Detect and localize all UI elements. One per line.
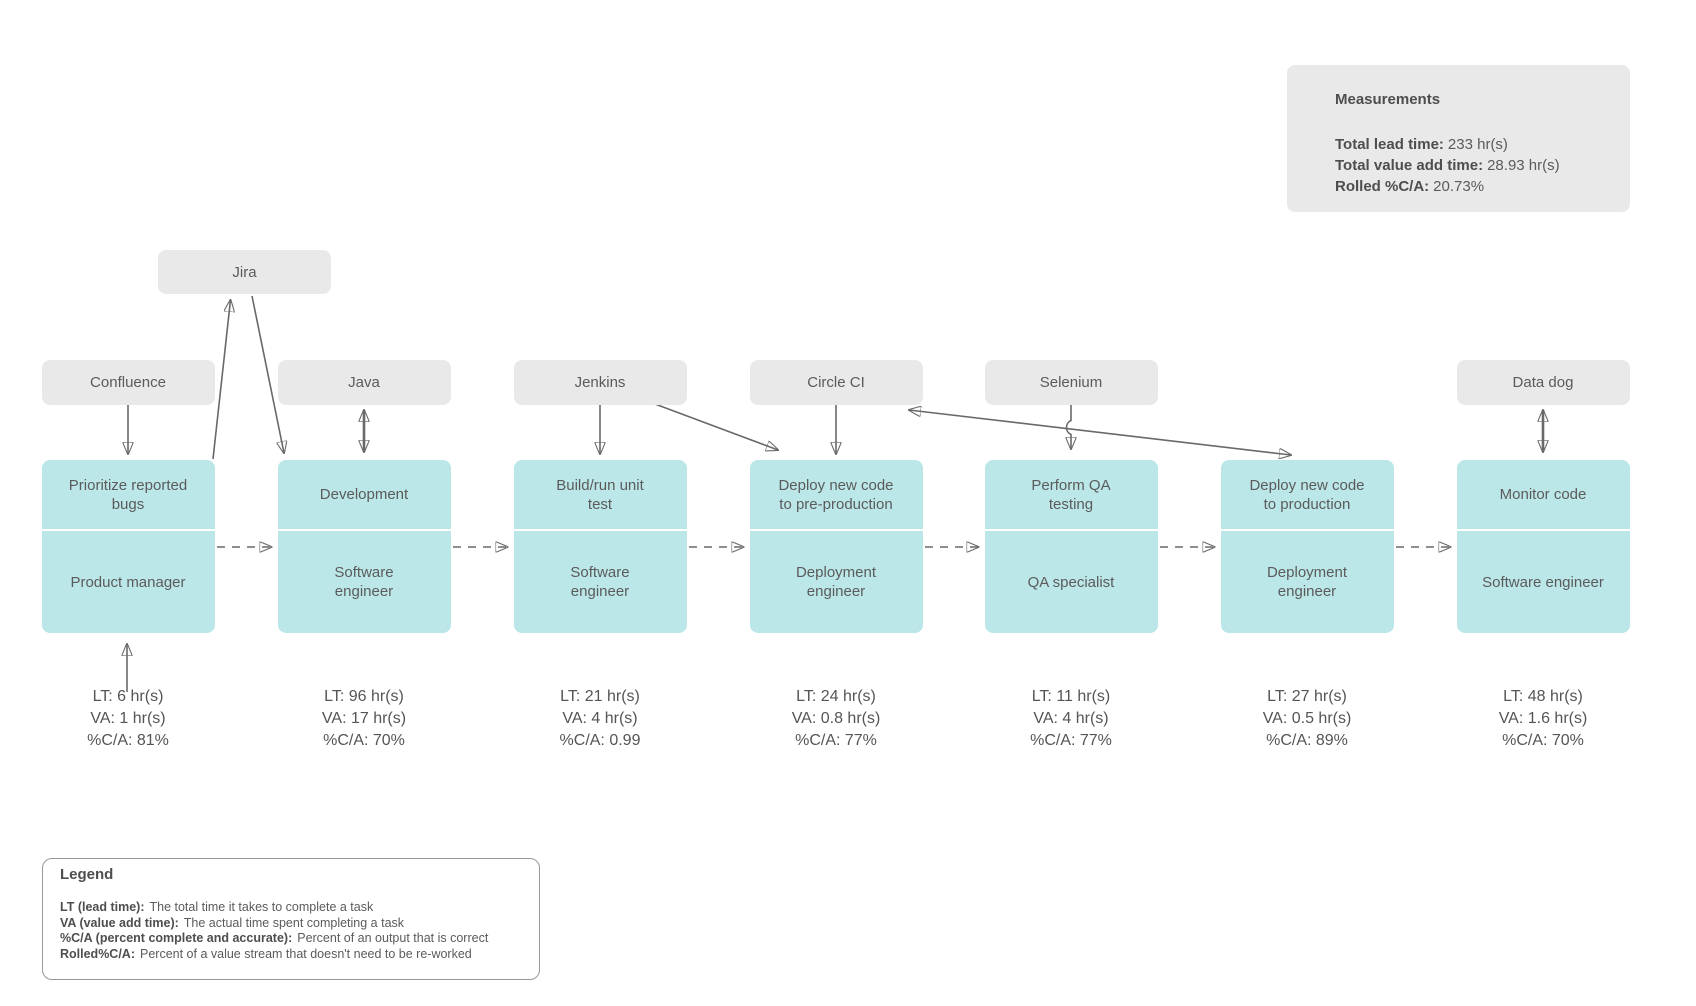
process-task-label: Build/run unit test	[556, 476, 644, 513]
process-task-label: Deploy new code to production	[1249, 476, 1365, 513]
metric-ca: %C/A: 77%	[1030, 732, 1112, 749]
tool-chip-datadog[interactable]: Data dog	[1456, 360, 1630, 405]
process-role-label: Deployment engineer	[1220, 529, 1394, 633]
tool-label: Jira	[232, 263, 257, 281]
tool-chip-java[interactable]: Java	[277, 360, 451, 405]
metrics-monitor-code: LT: 48 hr(s) VA: 1.6 hr(s) %C/A: 70%	[1443, 686, 1643, 752]
tool-chip-jenkins[interactable]: Jenkins	[513, 360, 687, 405]
measurements-title: Measurements	[1335, 91, 1441, 108]
arrow-jira-to-development[interactable]	[251, 295, 284, 453]
metric-ca: %C/A: 77%	[795, 732, 877, 749]
legend-item-ca: %C/A (percent complete and accurate):Per…	[60, 931, 489, 945]
metric-va: VA: 4 hr(s)	[562, 710, 638, 727]
process-task-label: Development	[319, 486, 409, 503]
metric-va: VA: 0.8 hr(s)	[791, 710, 881, 727]
tool-chip-circleci[interactable]: Circle CI	[749, 360, 923, 405]
metric-ca: %C/A: 70%	[323, 732, 405, 749]
process-box-deploy-preprod[interactable]: Deploy new code to pre-production Deploy…	[749, 460, 923, 633]
legend-item-lt: LT (lead time):The total time it takes t…	[60, 900, 374, 914]
measurement-total-value-add-time: Total value add time:28.93 hr(s)	[1335, 157, 1560, 174]
process-task-label: Prioritize reported bugs	[68, 476, 188, 513]
metric-ca: %C/A: 70%	[1502, 732, 1584, 749]
metrics-prioritize-bugs: LT: 6 hr(s) VA: 1 hr(s) %C/A: 81%	[28, 686, 228, 752]
measurement-rolled-ca: Rolled %C/A:20.73%	[1335, 178, 1485, 195]
process-box-prioritize-bugs[interactable]: Prioritize reported bugs Product manager	[41, 460, 215, 633]
arrow-circleci-prod-bidirectional[interactable]	[909, 410, 1291, 455]
metric-lt: LT: 24 hr(s)	[796, 688, 876, 705]
legend-item-rolled-ca: Rolled%C/A:Percent of a value stream tha…	[60, 946, 472, 961]
tool-label: Selenium	[1039, 374, 1103, 391]
process-box-development[interactable]: Development Software engineer	[277, 460, 451, 633]
process-box-deploy-production[interactable]: Deploy new code to production Deployment…	[1220, 460, 1394, 633]
measurement-total-lead-time: Total lead time:233 hr(s)	[1335, 136, 1508, 153]
metrics-deploy-preprod: LT: 24 hr(s) VA: 0.8 hr(s) %C/A: 77%	[736, 686, 936, 752]
metric-va: VA: 4 hr(s)	[1033, 710, 1109, 727]
process-role-label: Deployment engineer	[749, 529, 923, 633]
tool-label: Confluence	[90, 374, 166, 391]
process-role-label: Product manager	[41, 529, 215, 633]
tool-chip-jira[interactable]: Jira	[158, 250, 331, 294]
metric-va: VA: 17 hr(s)	[321, 710, 407, 727]
process-task-label: Monitor code	[1499, 486, 1587, 503]
legend-box[interactable]: Legend LT (lead time):The total time it …	[42, 858, 540, 980]
arrow-selenium-to-qa[interactable]	[1067, 405, 1072, 449]
legend-item-va: VA (value add time):The actual time spen…	[60, 915, 405, 930]
tool-label: Java	[348, 374, 380, 391]
process-role-label: Software engineer	[1456, 529, 1630, 633]
arrow-jenkins-to-preprod[interactable]	[654, 403, 778, 450]
process-role-label: Software engineer	[277, 529, 451, 633]
process-task-label: Deploy new code to pre-production	[778, 476, 894, 513]
process-role-label: Software engineer	[513, 529, 687, 633]
tool-label: Jenkins	[574, 374, 626, 391]
metrics-development: LT: 96 hr(s) VA: 17 hr(s) %C/A: 70%	[264, 686, 464, 752]
metrics-deploy-production: LT: 27 hr(s) VA: 0.5 hr(s) %C/A: 89%	[1207, 686, 1407, 752]
process-box-monitor-code[interactable]: Monitor code Software engineer	[1456, 460, 1630, 633]
metric-lt: LT: 27 hr(s)	[1267, 688, 1347, 705]
metric-lt: LT: 48 hr(s)	[1503, 688, 1583, 705]
metric-va: VA: 1 hr(s)	[90, 710, 166, 727]
process-box-perform-qa[interactable]: Perform QA testing QA specialist	[984, 460, 1158, 633]
metric-ca: %C/A: 0.99	[559, 732, 641, 749]
metric-ca: %C/A: 89%	[1266, 732, 1348, 749]
metric-ca: %C/A: 81%	[87, 732, 169, 749]
metric-lt: LT: 21 hr(s)	[560, 688, 640, 705]
measurements-box[interactable]: Measurements Total lead time:233 hr(s) T…	[1287, 65, 1630, 212]
process-task-label: Perform QA testing	[1031, 476, 1111, 513]
process-box-build-unit-test[interactable]: Build/run unit test Software engineer	[513, 460, 687, 633]
metric-lt: LT: 96 hr(s)	[324, 688, 404, 705]
metric-va: VA: 1.6 hr(s)	[1498, 710, 1588, 727]
legend-title: Legend	[60, 866, 114, 883]
metrics-build-unit-test: LT: 21 hr(s) VA: 4 hr(s) %C/A: 0.99	[500, 686, 700, 752]
arrow-prioritize-to-jira[interactable]	[212, 300, 231, 460]
tool-label: Data dog	[1512, 374, 1574, 391]
tool-chip-selenium[interactable]: Selenium	[984, 360, 1158, 405]
tool-label: Circle CI	[807, 374, 865, 391]
tool-chip-confluence[interactable]: Confluence	[41, 360, 215, 405]
process-role-label: QA specialist	[984, 529, 1158, 633]
metrics-perform-qa: LT: 11 hr(s) VA: 4 hr(s) %C/A: 77%	[971, 686, 1171, 752]
metric-va: VA: 0.5 hr(s)	[1262, 710, 1352, 727]
metric-lt: LT: 6 hr(s)	[92, 688, 164, 705]
metric-lt: LT: 11 hr(s)	[1031, 688, 1111, 705]
